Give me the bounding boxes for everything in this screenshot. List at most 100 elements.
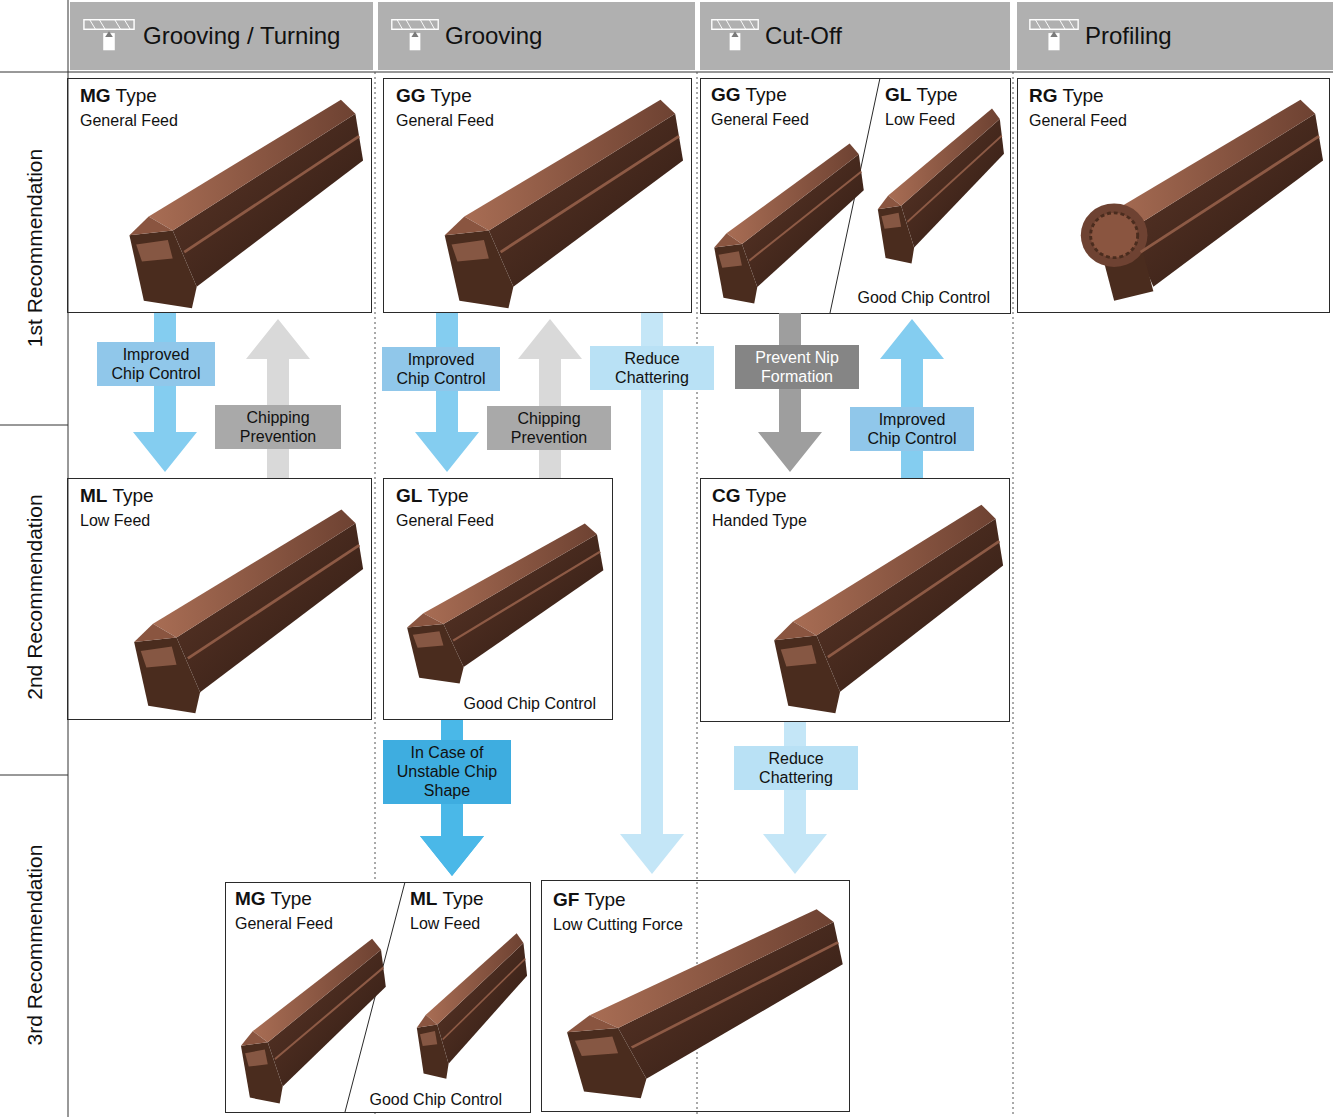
arrow-label: Improved Chip Control bbox=[868, 411, 957, 447]
type-code: GG bbox=[396, 85, 426, 106]
arrow-label-box: Chipping Prevention bbox=[215, 405, 341, 449]
block-arrow bbox=[620, 313, 684, 874]
tool-box: MLTypeLow Feed bbox=[67, 478, 372, 720]
type-line: GLType bbox=[885, 84, 1010, 106]
box-content: MLTypeLow Feed bbox=[350, 882, 530, 933]
type-code: CG bbox=[712, 485, 741, 506]
tool-half-box: MLTypeLow FeedGood Chip Control bbox=[350, 882, 530, 1112]
feed-description: Low Feed bbox=[410, 915, 480, 933]
column-header: Grooving / Turning bbox=[70, 2, 373, 70]
tool-box: RGTypeGeneral Feed bbox=[1017, 78, 1330, 313]
header-text-row: Grooving bbox=[378, 2, 695, 73]
box-content: MGTypeGeneral Feed bbox=[68, 79, 371, 130]
feed-line: General Feed bbox=[396, 107, 691, 130]
arrow-label: Reduce Chattering bbox=[759, 750, 833, 786]
type-word: Type bbox=[746, 84, 787, 105]
arrow-label-box: Improved Chip Control bbox=[850, 407, 974, 451]
header-text-row: Grooving / Turning bbox=[70, 2, 373, 73]
feed-line: Low Feed bbox=[885, 106, 1010, 129]
box-content: MLTypeLow Feed bbox=[68, 479, 371, 530]
type-code: GF bbox=[553, 889, 579, 910]
feed-description: Low Feed bbox=[885, 111, 955, 129]
feed-description: General Feed bbox=[396, 112, 494, 130]
type-line: MLType bbox=[80, 485, 371, 507]
feature-note: Good Chip Control bbox=[369, 1091, 502, 1108]
tool-box: GGTypeGeneral Feed bbox=[383, 78, 692, 313]
row-label: 2nd Recommendation bbox=[23, 494, 47, 699]
feed-line: General Feed bbox=[396, 507, 612, 530]
feed-description: General Feed bbox=[1029, 112, 1127, 130]
feed-description: Handed Type bbox=[712, 512, 807, 530]
type-word: Type bbox=[1063, 85, 1104, 106]
arrow-label-box: Reduce Chattering bbox=[590, 346, 714, 390]
box-content: RGTypeGeneral Feed bbox=[1018, 79, 1329, 130]
block-arrow bbox=[758, 313, 822, 472]
type-word: Type bbox=[442, 888, 483, 909]
feed-line: Handed Type bbox=[712, 507, 1009, 530]
type-word: Type bbox=[116, 85, 157, 106]
box-content: CGTypeHanded Type bbox=[701, 479, 1009, 530]
block-arrow bbox=[246, 319, 310, 478]
box-content: GGTypeGeneral Feed bbox=[700, 78, 880, 129]
feed-line: Low Feed bbox=[410, 910, 530, 933]
box-content: GLTypeLow Feed bbox=[830, 78, 1010, 129]
type-code: GL bbox=[885, 84, 911, 105]
feed-line: General Feed bbox=[711, 106, 880, 129]
block-arrow bbox=[880, 319, 944, 478]
row-label: 1st Recommendation bbox=[23, 149, 47, 347]
box-content: GFTypeLow Cutting Force bbox=[542, 881, 849, 934]
arrow-label-box: Improved Chip Control bbox=[382, 347, 500, 391]
type-word: Type bbox=[271, 888, 312, 909]
arrow-label-box: Improved Chip Control bbox=[97, 342, 215, 386]
arrow-label: Chipping Prevention bbox=[240, 409, 317, 445]
type-code: ML bbox=[410, 888, 437, 909]
tool-box: MGTypeGeneral Feed bbox=[67, 78, 372, 313]
block-arrow bbox=[518, 319, 582, 478]
arrow-label: Reduce Chattering bbox=[615, 350, 689, 386]
tool-box: GLTypeGeneral FeedGood Chip Control bbox=[383, 478, 613, 720]
block-arrow bbox=[415, 313, 479, 472]
header-title: Cut-Off bbox=[765, 22, 842, 49]
feed-description: Low Cutting Force bbox=[553, 916, 683, 934]
tool-box: GFTypeLow Cutting Force bbox=[541, 880, 850, 1112]
box-content: GGTypeGeneral Feed bbox=[384, 79, 691, 130]
feed-line: General Feed bbox=[1029, 107, 1329, 130]
type-line: RGType bbox=[1029, 85, 1329, 107]
arrow-label: Chipping Prevention bbox=[511, 410, 588, 446]
feed-line: Low Feed bbox=[80, 507, 371, 530]
type-word: Type bbox=[427, 485, 468, 506]
block-arrow bbox=[763, 722, 827, 874]
type-word: Type bbox=[746, 485, 787, 506]
feed-line: General Feed bbox=[80, 107, 371, 130]
feed-description: General Feed bbox=[396, 512, 494, 530]
row-label: 3rd Recommendation bbox=[23, 845, 47, 1046]
column-header: Profiling bbox=[1017, 2, 1333, 70]
type-code: MG bbox=[235, 888, 266, 909]
feed-description: General Feed bbox=[80, 112, 178, 130]
tool-half-box: GLTypeLow FeedGood Chip Control bbox=[830, 78, 1010, 313]
feature-note: Good Chip Control bbox=[857, 289, 990, 306]
type-word: Type bbox=[112, 485, 153, 506]
feed-line: Low Cutting Force bbox=[553, 911, 849, 934]
column-header: Grooving bbox=[378, 2, 695, 70]
arrow-label: Improved Chip Control bbox=[397, 351, 486, 387]
box-content: GLTypeGeneral Feed bbox=[384, 479, 612, 530]
type-code: GG bbox=[711, 84, 741, 105]
feed-description: General Feed bbox=[711, 111, 809, 129]
type-word: Type bbox=[584, 889, 625, 910]
note-holder: Good Chip Control bbox=[857, 289, 990, 307]
type-line: MLType bbox=[410, 888, 530, 910]
column-header: Cut-Off bbox=[700, 2, 1010, 70]
type-line: GGType bbox=[396, 85, 691, 107]
type-line: GLType bbox=[396, 485, 612, 507]
feature-note: Good Chip Control bbox=[463, 695, 596, 712]
header-title: Profiling bbox=[1085, 22, 1172, 49]
header-title: Grooving / Turning bbox=[143, 22, 340, 49]
type-line: GGType bbox=[711, 84, 880, 106]
type-line: CGType bbox=[712, 485, 1009, 507]
type-code: RG bbox=[1029, 85, 1058, 106]
tool-half-box: GGTypeGeneral Feed bbox=[700, 78, 880, 313]
feed-description: General Feed bbox=[235, 915, 333, 933]
arrow-label: In Case of Unstable Chip Shape bbox=[397, 744, 498, 799]
